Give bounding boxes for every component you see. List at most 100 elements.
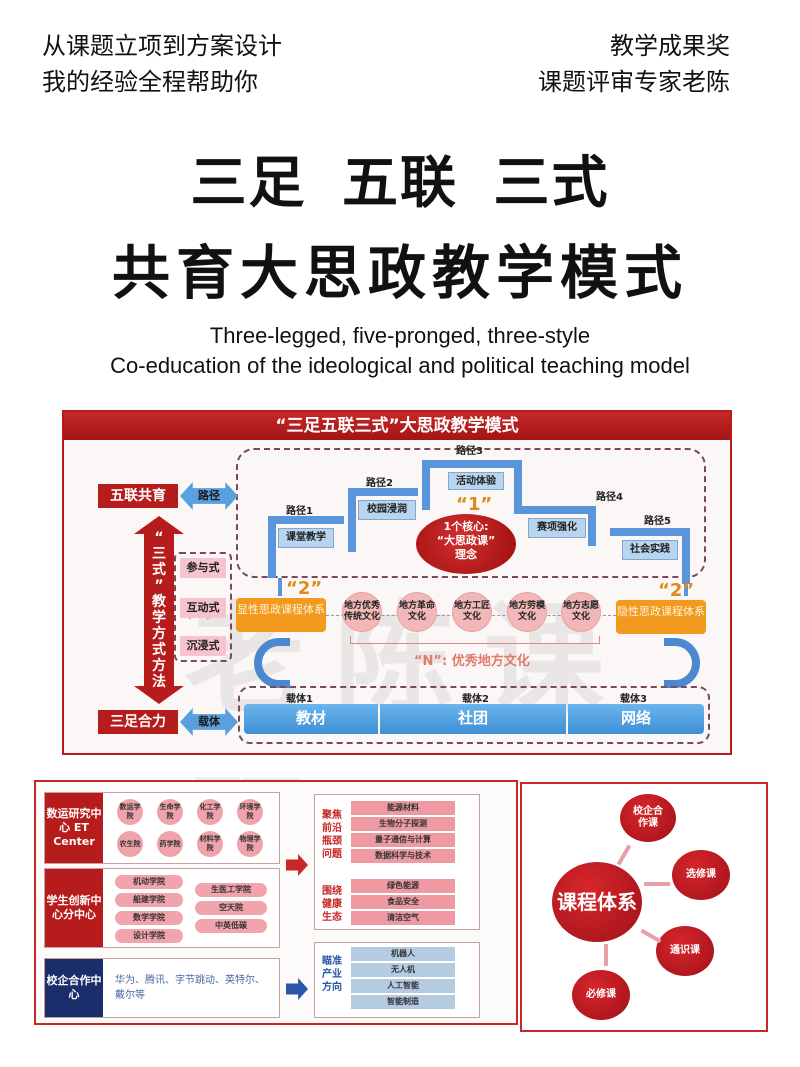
stair-segment bbox=[268, 522, 276, 578]
sanshi-arrow-shaft bbox=[144, 534, 174, 686]
course-system-center: 课程体系 bbox=[552, 862, 642, 942]
arrow-icon bbox=[640, 928, 662, 944]
model-diagram: “三足五联三式”大思政教学模式 老陈课题 五联共育 路径 “ 三 式 ” 教 学… bbox=[62, 410, 732, 904]
culture-circle: 地方志愿文化 bbox=[561, 592, 601, 632]
school-pill: 机动学院 bbox=[115, 875, 183, 889]
course-node-required: 必修课 bbox=[572, 970, 630, 1020]
carrier-3-label: 载体3 bbox=[620, 694, 647, 705]
carrier-3-box: 网络 bbox=[568, 704, 704, 734]
school-pill: 数学学院 bbox=[115, 911, 183, 925]
path-5-label: 路径5 bbox=[644, 516, 671, 527]
header-left-line2: 我的经验全程帮助你 bbox=[42, 68, 258, 96]
wulian-label: 五联共育 bbox=[98, 484, 178, 508]
n-culture-label: “N”: 优秀地方文化 bbox=[414, 654, 530, 669]
header-right: 教学成果奖 课题评审专家老陈 bbox=[538, 28, 730, 100]
industry-item: 机器人 bbox=[351, 947, 455, 962]
focus-item: 清洁空气 bbox=[351, 911, 455, 926]
focus-frontier-side: 聚焦前沿瓶颈问题 bbox=[322, 810, 342, 860]
enterprise-center-group: 校企合作中心 华为、腾讯、字节跳动、英特尔、戴尔等 bbox=[44, 958, 280, 1018]
curved-arrow-right-icon bbox=[664, 638, 700, 688]
path-3-box: 活动体验 bbox=[448, 472, 504, 490]
arrow-icon bbox=[616, 844, 632, 866]
innovation-center-head: 学生创新中心分中心 bbox=[45, 869, 103, 947]
et-center-head: 数运研究中心 ET Center bbox=[45, 793, 103, 863]
implicit-course-system: 隐性思政课程体系 bbox=[616, 600, 706, 634]
carrier-1-box: 教材 bbox=[244, 704, 378, 734]
course-node-general: 通识课 bbox=[656, 926, 714, 976]
carrier-2-label: 载体2 bbox=[462, 694, 489, 705]
industry-group: 瞄准产业方向 机器人 无人机 人工智能 智能制造 bbox=[314, 942, 480, 1018]
culture-circle: 地方革命文化 bbox=[397, 592, 437, 632]
stair-segment bbox=[348, 488, 418, 496]
method-immersive: 沉浸式 bbox=[180, 636, 226, 656]
industry-side: 瞄准产业方向 bbox=[322, 956, 342, 993]
school-circle: 数运学院 bbox=[117, 799, 143, 825]
header-right-line2: 课题评审专家老陈 bbox=[538, 68, 730, 96]
industry-item: 人工智能 bbox=[351, 979, 455, 994]
focus-item: 绿色能源 bbox=[351, 879, 455, 894]
stair-segment bbox=[514, 506, 592, 514]
carrier-2-box: 社团 bbox=[380, 704, 566, 734]
enterprise-center-head: 校企合作中心 bbox=[45, 959, 103, 1017]
carrier-1-label: 载体1 bbox=[286, 694, 313, 705]
core-concept-ellipse: 1个核心: “大思政课” 理念 bbox=[416, 514, 516, 574]
focus-item: 食品安全 bbox=[351, 895, 455, 910]
english-subtitle-line2: Co-education of the ideological and poli… bbox=[110, 353, 690, 378]
focus-item: 生物分子探测 bbox=[351, 817, 455, 832]
stair-segment bbox=[588, 506, 596, 546]
course-node-enterprise: 校企合作课 bbox=[620, 794, 676, 842]
culture-circle: 地方工匠文化 bbox=[452, 592, 492, 632]
focus-item: 数据科学与技术 bbox=[351, 849, 455, 864]
curved-arrow-left-icon bbox=[254, 638, 290, 688]
header-left: 从课题立项到方案设计 我的经验全程帮助你 bbox=[42, 28, 282, 100]
school-pill: 空天院 bbox=[195, 901, 267, 915]
one-quote-label: “1” bbox=[456, 494, 493, 515]
arrow-right-red-icon bbox=[286, 854, 308, 876]
school-circle: 农生院 bbox=[117, 831, 143, 857]
stair-segment bbox=[422, 464, 430, 510]
path-3-label: 路径3 bbox=[456, 446, 483, 457]
sanshi-vertical-label: “ 三 式 ” 教 学 方 式 方 法 bbox=[152, 530, 166, 690]
path-2-box: 校园浸润 bbox=[358, 500, 416, 520]
method-interactive: 互动式 bbox=[180, 598, 226, 618]
path-1-label: 路径1 bbox=[286, 506, 313, 517]
stair-segment bbox=[422, 460, 518, 468]
carriers-container bbox=[238, 686, 710, 744]
course-node-elective: 选修课 bbox=[672, 850, 730, 900]
arrow-up-right-icon bbox=[684, 578, 688, 596]
school-pill: 中英低碳 bbox=[195, 919, 267, 933]
arrow-icon bbox=[604, 944, 608, 966]
school-pill: 生医工学院 bbox=[195, 883, 267, 897]
school-circle: 化工学院 bbox=[197, 799, 223, 825]
methods-container bbox=[174, 552, 232, 662]
enterprise-partners: 华为、腾讯、字节跳动、英特尔、戴尔等 bbox=[115, 975, 265, 1001]
header-left-line1: 从课题立项到方案设计 bbox=[42, 32, 282, 60]
school-circle: 材料学院 bbox=[197, 831, 223, 857]
arrow-right-blue-icon bbox=[286, 978, 308, 1000]
innovation-center-group: 学生创新中心分中心 机动学院 船建学院 数学学院 设计学院 生医工学院 空天院 … bbox=[44, 868, 280, 948]
path-4-box: 赛项强化 bbox=[528, 518, 586, 538]
path-double-arrow: 路径 bbox=[180, 482, 238, 510]
school-circle: 物理学院 bbox=[237, 831, 263, 857]
path-2-label: 路径2 bbox=[366, 478, 393, 489]
stair-segment bbox=[682, 528, 690, 584]
school-pill: 船建学院 bbox=[115, 893, 183, 907]
industry-item: 智能制造 bbox=[351, 995, 455, 1010]
sanzu-label: 三足合力 bbox=[98, 710, 178, 734]
et-center-group: 数运研究中心 ET Center 数运学院 生命学院 化工学院 环境学院 农生院… bbox=[44, 792, 280, 864]
path-1-box: 课堂教学 bbox=[278, 528, 334, 548]
culture-circle: 地方优秀传统文化 bbox=[342, 592, 382, 632]
focus-health-side: 围绕健康生态 bbox=[322, 886, 342, 923]
stair-segment bbox=[610, 528, 686, 536]
main-title-line1: 三足 五联 三式 bbox=[190, 151, 610, 216]
paths-container bbox=[236, 448, 706, 578]
path-5-box: 社会实践 bbox=[622, 540, 678, 560]
two-quote-left: “2” bbox=[286, 578, 323, 599]
stair-segment bbox=[348, 492, 356, 552]
arrow-up-left-icon bbox=[278, 578, 282, 596]
focus-item: 能源材料 bbox=[351, 801, 455, 816]
focus-item: 量子通信与计算 bbox=[351, 833, 455, 848]
course-system-diagram: 课程体系 校企合作课 选修课 通识课 必修课 bbox=[520, 782, 768, 1032]
school-circle: 环境学院 bbox=[237, 799, 263, 825]
method-participatory: 参与式 bbox=[180, 558, 226, 578]
